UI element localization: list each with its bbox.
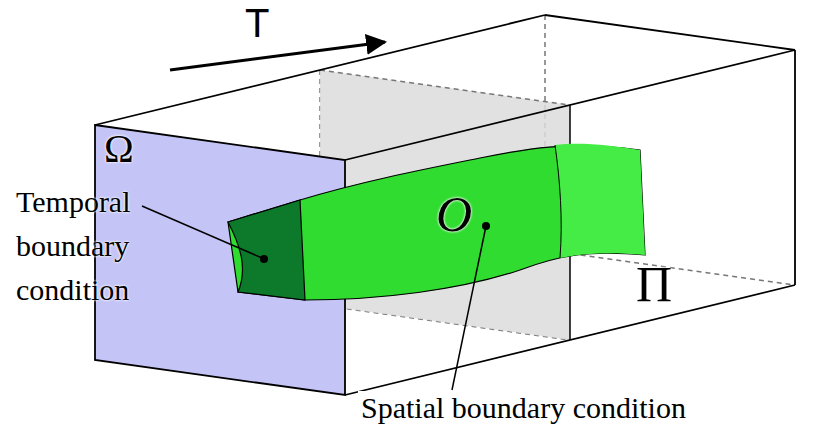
leader-dot [482, 222, 490, 230]
time-arrow [170, 42, 385, 70]
leader-line [452, 226, 486, 390]
region-label: Π [636, 256, 672, 314]
object-tube-back [555, 144, 645, 258]
domain-label: Ω [104, 126, 134, 172]
leader-line [142, 206, 262, 258]
axis-label: T [245, 0, 269, 46]
box-edges [95, 15, 795, 395]
temporal-face [228, 200, 305, 300]
callout-label: Spatial boundary condition [358, 391, 689, 426]
callout-label: Temporal boundary condition [16, 180, 196, 312]
slice-edge [320, 70, 570, 105]
object-label: O [436, 186, 472, 244]
leader-dot [260, 255, 268, 263]
slice-cut [555, 145, 561, 258]
